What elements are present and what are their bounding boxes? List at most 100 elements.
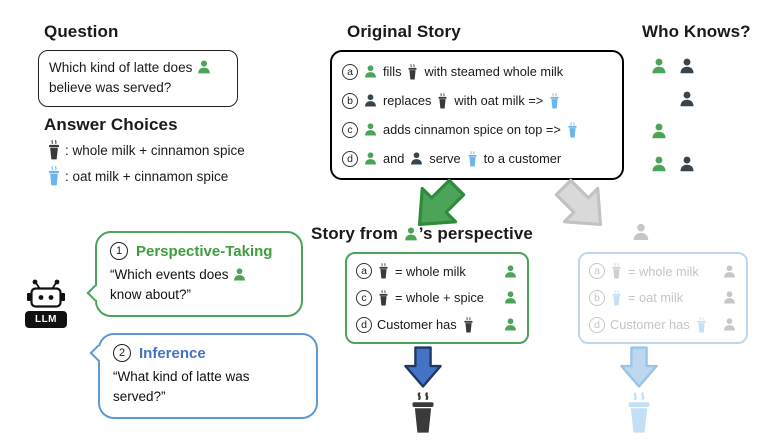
perspective-heading: Story from ’s perspective [311, 224, 533, 244]
gray-person-icon [722, 290, 737, 305]
inference-bubble: 2 Inference “What kind of latte was serv… [89, 333, 318, 419]
perspective-row-d: d Customer has [356, 316, 518, 333]
perspective-text: = whole milk [395, 263, 466, 279]
row-letter: a [589, 263, 605, 280]
bubble-tail [86, 284, 104, 301]
llm-label: LLM [25, 311, 67, 328]
faded-dark-cup-icon [610, 263, 623, 279]
dark-cup-icon [46, 140, 62, 160]
story-text: serve [429, 151, 461, 166]
who-knows-row-a [650, 57, 696, 75]
perspective-taking-title: Perspective-Taking [136, 242, 273, 260]
row-letter: c [342, 121, 358, 138]
row-letter: a [342, 63, 358, 80]
bubble-text-line: “Which events does [110, 267, 229, 282]
green-person-icon [503, 264, 518, 279]
row-letter: a [356, 263, 372, 280]
bubble-question-text: “What kind of latte was served?” [113, 367, 303, 408]
faded-text: = whole milk [628, 263, 699, 279]
row-letter: d [342, 150, 358, 167]
gray-person-icon [722, 317, 737, 332]
who-knows-row-d [650, 155, 696, 173]
story-text: with steamed whole milk [424, 64, 564, 79]
original-story-heading: Original Story [347, 22, 461, 41]
perspective-heading-text-2: ’s perspective [418, 224, 533, 243]
green-person-icon [403, 226, 419, 242]
question-bubble: Which kind of latte does believe was ser… [38, 50, 238, 107]
story-text: to a customer [483, 151, 562, 166]
question-text-2: believe was served? [49, 80, 172, 96]
inference-title: Inference [139, 344, 206, 362]
dark-cup-icon [377, 263, 390, 279]
story-text: adds cinnamon spice on top => [383, 122, 561, 137]
who-knows-row-b [650, 90, 696, 108]
faded-blue-cup-icon [610, 290, 623, 306]
navy-person-icon [678, 90, 696, 108]
story-row-b: b replaces with oat milk => [342, 92, 612, 109]
faded-perspective-box: a = whole milk b = oat milk d Customer h… [578, 252, 748, 344]
navy-person-icon [678, 57, 696, 75]
blue-cup-icon [566, 122, 579, 138]
gray-person-icon [631, 222, 651, 242]
answer-choice-whole-milk: : whole milk + cinnamon spice [46, 140, 245, 160]
story-text: and [383, 151, 405, 166]
faded-text: Customer has [610, 317, 690, 333]
who-knows-column [650, 50, 696, 180]
row-letter: b [342, 92, 358, 109]
green-person-icon [363, 122, 378, 137]
bubble-title-row: 2 Inference [113, 344, 303, 362]
blue-cup-icon [466, 151, 479, 167]
answer-choices-heading: Answer Choices [44, 115, 178, 134]
llm-robot-icon: LLM [22, 278, 70, 328]
original-story-box: a fills with steamed whole milk b replac… [330, 50, 624, 180]
story-row-c: c adds cinnamon spice on top => [342, 121, 612, 138]
step-number-badge: 2 [113, 344, 131, 362]
dark-cup-icon [462, 317, 475, 333]
blue-arrow-icon [404, 346, 442, 388]
bubble-title-row: 1 Perspective-Taking [110, 242, 288, 260]
bubble-text-line: know about?” [110, 287, 192, 303]
dark-cup-icon [406, 64, 419, 80]
navy-person-icon [363, 93, 378, 108]
light-blue-cup-result-icon [622, 392, 656, 434]
perspective-taking-bubble: 1 Perspective-Taking “Which events does … [86, 231, 303, 317]
light-blue-arrow-icon [620, 346, 658, 388]
bubble-question-text: “Which events does know about?” [110, 265, 288, 306]
perspective-row-c: c = whole + spice [356, 289, 518, 306]
row-letter: d [589, 316, 605, 333]
green-person-icon [363, 64, 378, 79]
dark-cup-icon [377, 290, 390, 306]
gray-person-icon [722, 264, 737, 279]
faded-row-d: d Customer has [589, 316, 737, 333]
blue-cup-icon [548, 93, 561, 109]
navy-person-icon [678, 155, 696, 173]
green-perspective-box: a = whole milk c = whole + spice d Custo… [345, 252, 529, 344]
bubble-text-line: “What kind of latte was [113, 369, 250, 384]
green-person-icon [503, 317, 518, 332]
bubble-text-line: served?” [113, 389, 166, 405]
story-text: replaces [383, 93, 432, 108]
row-letter: b [589, 289, 605, 306]
perspective-text: = whole + spice [395, 290, 484, 306]
green-person-icon [650, 57, 668, 75]
answer-choice-label: : oat milk + cinnamon spice [65, 168, 229, 184]
faded-blue-cup-icon [695, 317, 708, 333]
green-person-icon [650, 122, 668, 140]
dark-cup-result-icon [406, 392, 440, 434]
faded-text: = oat milk [628, 290, 684, 306]
story-text: with oat milk => [454, 93, 544, 108]
step-number-badge: 1 [110, 242, 128, 260]
perspective-row-a: a = whole milk [356, 263, 518, 280]
faded-row-a: a = whole milk [589, 263, 737, 280]
bubble-tail [89, 344, 107, 362]
story-text: fills [383, 64, 402, 79]
dark-cup-icon [436, 93, 449, 109]
question-heading: Question [44, 22, 119, 41]
question-text-1: Which kind of latte does [49, 60, 193, 75]
story-row-a: a fills with steamed whole milk [342, 63, 612, 80]
green-person-icon [232, 267, 247, 282]
row-letter: c [356, 289, 372, 306]
who-knows-row-c [650, 122, 696, 140]
row-letter: d [356, 316, 372, 333]
green-person-icon [196, 59, 212, 75]
